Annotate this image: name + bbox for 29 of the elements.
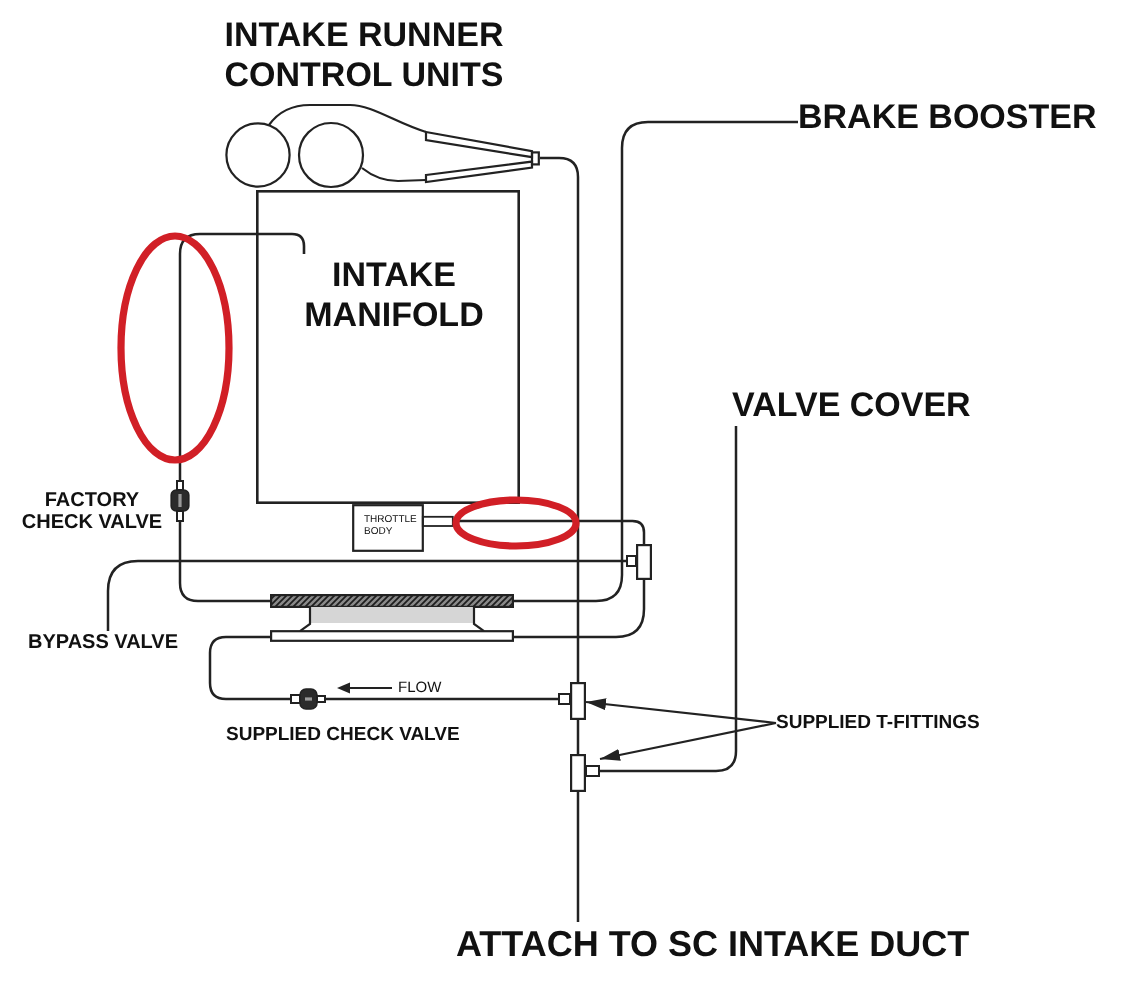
hose-line <box>600 426 738 773</box>
component-label: ATTACH TO SC INTAKE DUCT <box>456 922 970 966</box>
hose-line <box>576 792 580 922</box>
callout-label: SUPPLIED T-FITTINGS <box>776 711 980 735</box>
component-label: INTAKE RUNNER CONTROL UNITS <box>222 16 506 96</box>
component-label: BYPASS VALVE <box>28 631 179 655</box>
check-valve-icon <box>170 480 190 522</box>
hose-line <box>178 232 256 480</box>
hose-line <box>326 697 558 701</box>
t-fitting-icon <box>626 544 652 580</box>
hose-line <box>454 519 646 544</box>
t-fitting-icon <box>558 682 586 720</box>
hose-line <box>178 522 270 603</box>
leader-arrow <box>599 721 777 761</box>
valve-label: FACTORY CHECK VALVE <box>19 489 165 535</box>
t-fitting-icon <box>570 754 600 792</box>
component-label: VALVE COVER <box>732 386 971 426</box>
check-valve-icon <box>290 688 326 710</box>
hose-line <box>540 156 580 682</box>
valve-label: SUPPLIED CHECK VALVE <box>226 723 460 748</box>
hose-line <box>208 635 290 701</box>
hatched-bar <box>270 594 514 642</box>
component-label: BRAKE BOOSTER <box>798 98 1097 138</box>
hose-line <box>514 120 798 603</box>
leader-arrow <box>585 698 777 725</box>
hose-line <box>576 720 580 754</box>
box-label: INTAKE MANIFOLD <box>302 256 486 337</box>
hose-line <box>514 580 646 639</box>
hose-line <box>106 559 626 631</box>
